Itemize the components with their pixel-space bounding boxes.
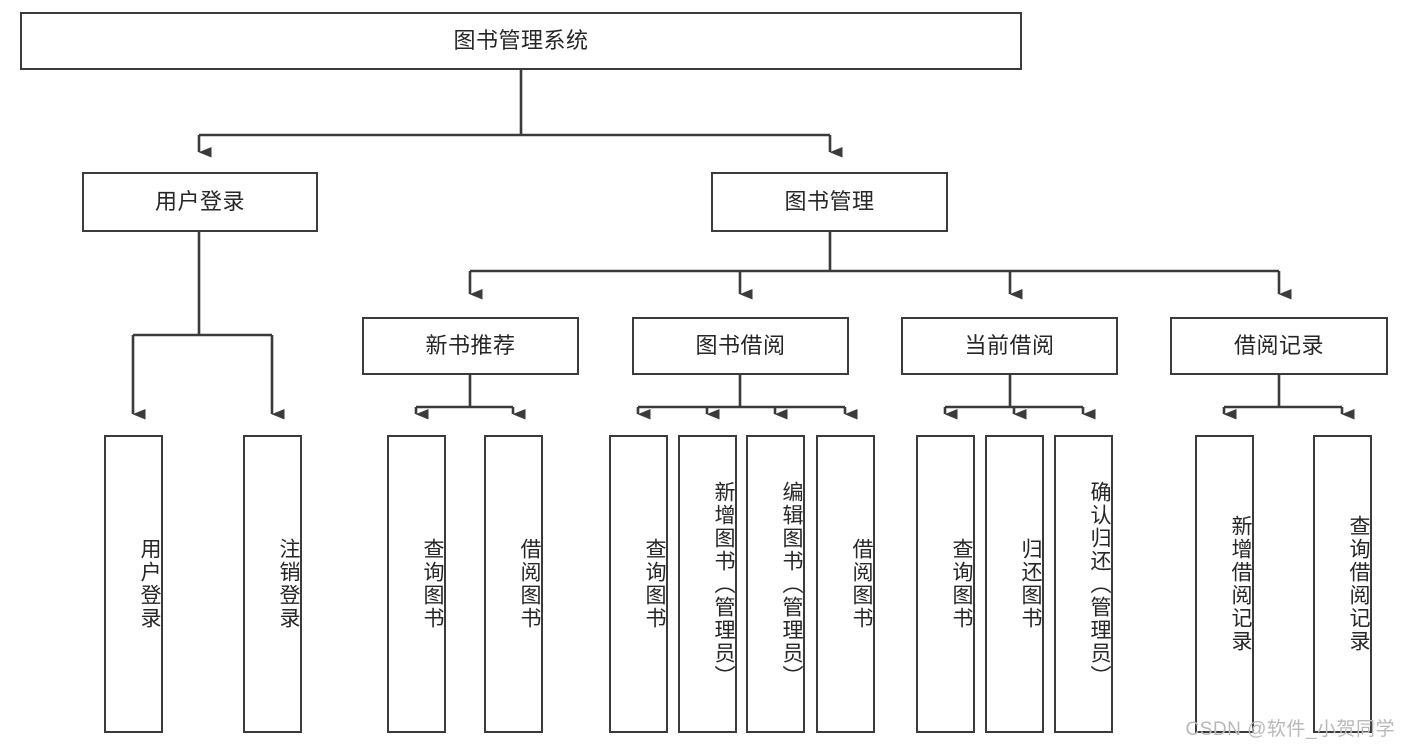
csdn-watermark: CSDN @软件_小贺同学 bbox=[1185, 719, 1395, 740]
node-user-login[interactable]: 用户登录 bbox=[82, 172, 318, 232]
leaf-new-book-query[interactable]: 查询图书 bbox=[387, 435, 446, 733]
node-label: 编辑图书（管理员） bbox=[780, 480, 803, 688]
node-label: 查询借阅记录 bbox=[1347, 515, 1370, 653]
node-label: 借阅图书 bbox=[518, 538, 541, 630]
node-current-borrow[interactable]: 当前借阅 bbox=[901, 317, 1118, 375]
node-label: 图书借阅 bbox=[695, 333, 786, 359]
leaf-new-book-borrow[interactable]: 借阅图书 bbox=[484, 435, 543, 733]
leaf-book-borrow-borrow[interactable]: 借阅图书 bbox=[816, 435, 875, 733]
leaf-book-borrow-add[interactable]: 新增图书（管理员） bbox=[678, 435, 737, 733]
node-label: 借阅记录 bbox=[1233, 333, 1324, 359]
node-label: 图书管理 bbox=[784, 189, 875, 215]
node-label: 查询图书 bbox=[950, 538, 973, 630]
node-label: 查询图书 bbox=[421, 538, 444, 630]
node-label: 用户登录 bbox=[154, 189, 245, 215]
node-label: 图书管理系统 bbox=[453, 28, 589, 54]
leaf-borrow-records-add[interactable]: 新增借阅记录 bbox=[1195, 435, 1254, 733]
node-label: 用户登录 bbox=[138, 538, 161, 630]
node-book-borrow[interactable]: 图书借阅 bbox=[632, 317, 849, 375]
leaf-user-login-logout[interactable]: 注销登录 bbox=[243, 435, 302, 733]
node-label: 借阅图书 bbox=[850, 538, 873, 630]
node-label: 新增图书（管理员） bbox=[712, 480, 735, 688]
node-label: 注销登录 bbox=[277, 538, 300, 630]
leaf-book-borrow-query[interactable]: 查询图书 bbox=[609, 435, 668, 733]
node-label: 确认归还（管理员） bbox=[1088, 480, 1111, 688]
node-label: 查询图书 bbox=[643, 538, 666, 630]
leaf-user-login-login[interactable]: 用户登录 bbox=[104, 435, 163, 733]
node-label: 新增借阅记录 bbox=[1229, 515, 1252, 653]
node-label: 当前借阅 bbox=[964, 333, 1055, 359]
leaf-current-borrow-confirm-return[interactable]: 确认归还（管理员） bbox=[1054, 435, 1113, 733]
leaf-book-borrow-edit[interactable]: 编辑图书（管理员） bbox=[746, 435, 805, 733]
leaf-borrow-records-query[interactable]: 查询借阅记录 bbox=[1313, 435, 1372, 733]
node-borrow-records[interactable]: 借阅记录 bbox=[1170, 317, 1388, 375]
leaf-current-borrow-return[interactable]: 归还图书 bbox=[985, 435, 1044, 733]
node-book-management[interactable]: 图书管理 bbox=[711, 172, 948, 232]
node-root-system[interactable]: 图书管理系统 bbox=[20, 12, 1022, 70]
node-new-book-recommend[interactable]: 新书推荐 bbox=[362, 317, 579, 375]
node-label: 新书推荐 bbox=[425, 333, 516, 359]
leaf-current-borrow-query[interactable]: 查询图书 bbox=[916, 435, 975, 733]
node-label: 归还图书 bbox=[1019, 538, 1042, 630]
